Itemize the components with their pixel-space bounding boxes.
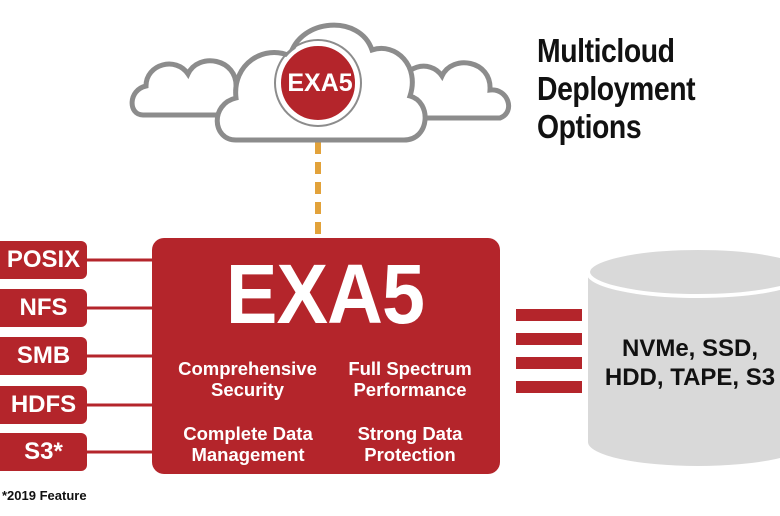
protocol-smb: SMB [0,337,87,375]
protocol-posix: POSIX [0,241,87,279]
cloud-badge-label: EXA5 [287,68,353,97]
footnote: *2019 Feature [2,488,87,503]
protocol-hdfs: HDFS [0,386,87,424]
exa5-core-box [152,238,500,474]
storage-connectors [516,309,582,393]
deployment-heading: Multicloud Deployment Options [537,32,743,146]
storage-media-label: NVMe, SSD,HDD, TAPE, S3 [604,335,776,391]
protocol-s3: S3* [0,433,87,471]
heading-line: Deployment [537,70,696,107]
core-title: EXA5 [225,247,425,341]
storage-cylinder-icon [586,246,780,466]
heading-line: Multicloud [537,32,675,69]
cloud-badge [277,42,359,124]
heading-line: Options [537,108,642,145]
protocol-connectors [85,258,160,454]
protocol-nfs: NFS [0,289,87,327]
